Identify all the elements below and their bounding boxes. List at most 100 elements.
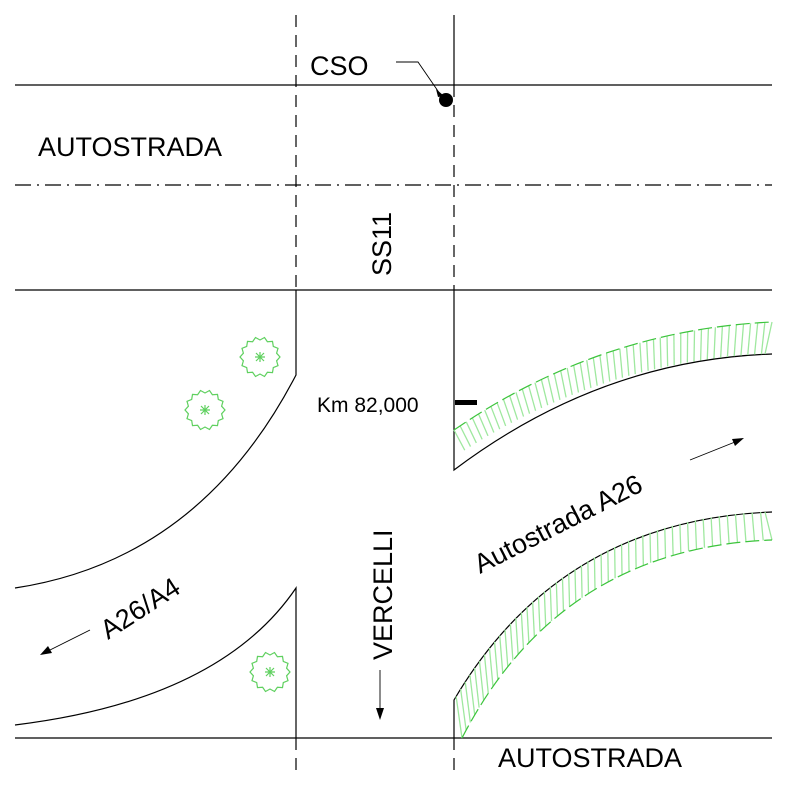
- hatch-stroke: [490, 406, 501, 430]
- hatch-stroke: [509, 395, 519, 420]
- hatch-stroke: [720, 326, 724, 358]
- tree-icon: [239, 336, 281, 378]
- ramp-edge-lower-right: [453, 511, 773, 738]
- hatch-stroke: [560, 370, 567, 398]
- hatch-stroke: [686, 521, 690, 552]
- hatch-stroke: [573, 365, 580, 393]
- hatch-stroke: [726, 325, 731, 357]
- hatch-stroke: [502, 399, 513, 423]
- hatch-stroke: [509, 623, 514, 661]
- hatch-stroke: [534, 382, 543, 409]
- embankment-hatch-upper: [453, 321, 773, 451]
- hatch-stroke: [469, 674, 476, 716]
- cso-label: CSO: [310, 51, 369, 81]
- ramp-edge-lower-left: [14, 586, 297, 738]
- hatch-stroke: [561, 577, 565, 612]
- hatch-stroke: [753, 322, 759, 355]
- hatch-stroke: [478, 661, 485, 701]
- hatch-stroke: [600, 553, 603, 586]
- ss11-label: SS11: [367, 212, 397, 276]
- hatch-stroke: [751, 512, 756, 542]
- hatch-stroke: [605, 352, 611, 382]
- hatch-stroke: [464, 681, 472, 723]
- autostrada-bottom-label: AUTOSTRADA: [498, 743, 682, 773]
- autostrada-a26-label: Autostrada A26: [469, 469, 647, 580]
- hatch-stroke: [659, 337, 662, 368]
- hatch-stroke: [679, 523, 682, 554]
- hatch-stroke: [607, 550, 609, 582]
- hatch-stroke: [580, 565, 583, 598]
- cso-point-icon: [439, 93, 453, 107]
- hatch-stroke: [504, 629, 509, 667]
- hatch-stroke: [740, 323, 745, 356]
- hatch-stroke: [713, 327, 717, 359]
- hatch-stroke: [619, 348, 624, 378]
- hatch-stroke: [484, 409, 495, 433]
- cso-leader: [396, 61, 441, 95]
- hatch-stroke: [549, 586, 553, 622]
- hatch-stroke: [734, 514, 739, 543]
- hatch-stroke: [760, 322, 766, 355]
- hatch-stroke: [520, 612, 525, 649]
- hatch-stroke: [483, 654, 489, 694]
- hatch-stroke: [726, 514, 730, 544]
- ramp-edge-upper-right: [453, 290, 773, 472]
- hatch-stroke: [537, 596, 541, 632]
- hatch-stroke: [553, 373, 561, 401]
- hatch-stroke: [632, 344, 636, 375]
- hatch-stroke: [706, 328, 710, 360]
- hatch-stroke: [474, 667, 480, 708]
- embankment-edge-lower: [461, 539, 773, 739]
- hatch-stroke: [521, 388, 531, 414]
- hatch-stroke: [579, 362, 586, 391]
- hatch-stroke: [532, 601, 536, 638]
- hatch-stroke: [664, 527, 667, 558]
- hatch-stroke: [710, 517, 714, 547]
- hatch-stroke: [625, 346, 630, 376]
- hatch-stroke: [527, 385, 537, 411]
- hatch-stroke: [694, 520, 698, 550]
- hatch-stroke: [459, 425, 472, 447]
- hatch-stroke: [599, 355, 605, 384]
- hatch-stroke: [656, 530, 659, 561]
- tree-icon: [184, 389, 226, 431]
- hatch-stroke: [743, 513, 747, 542]
- hatch-stroke: [671, 525, 674, 556]
- hatch-stroke: [718, 516, 722, 545]
- hatch-stroke: [568, 573, 571, 607]
- hatch-stroke: [471, 417, 483, 440]
- hatch-stroke: [515, 392, 525, 417]
- hatch-stroke: [592, 357, 598, 386]
- hatch-stroke: [574, 569, 577, 603]
- direction-arrow-a4: [40, 629, 91, 655]
- km-marker: [455, 400, 477, 405]
- hatch-stroke: [453, 429, 466, 451]
- hatch-stroke: [555, 582, 559, 617]
- hatch-stroke: [702, 518, 706, 548]
- hatch-stroke: [764, 511, 773, 541]
- hatch-stroke: [642, 535, 644, 566]
- a26-a4-label: A26/A4: [95, 572, 186, 645]
- hatch-stroke: [543, 591, 547, 627]
- hatch-stroke: [566, 367, 573, 395]
- embankment-hatch-lower: [455, 511, 773, 739]
- hatch-stroke: [593, 557, 596, 590]
- tree-icon: [249, 651, 291, 693]
- km-label: Km 82,000: [317, 394, 419, 417]
- hatch-stroke: [652, 339, 656, 370]
- hatch-stroke: [764, 321, 773, 355]
- hatch-stroke: [477, 413, 489, 437]
- hatch-stroke: [515, 617, 519, 655]
- hatch-stroke: [747, 323, 752, 356]
- hatch-stroke: [634, 537, 637, 569]
- hatch-stroke: [547, 376, 555, 403]
- hatch-stroke: [612, 350, 617, 380]
- hatch-stroke: [455, 696, 463, 739]
- ramp-edge-upper-left: [14, 290, 297, 589]
- hatch-stroke: [639, 342, 643, 373]
- hatch-stroke: [587, 561, 590, 594]
- vercelli-label: VERCELLI: [368, 529, 398, 660]
- direction-arrow-vercelli: [376, 670, 384, 720]
- hatch-stroke: [759, 512, 764, 541]
